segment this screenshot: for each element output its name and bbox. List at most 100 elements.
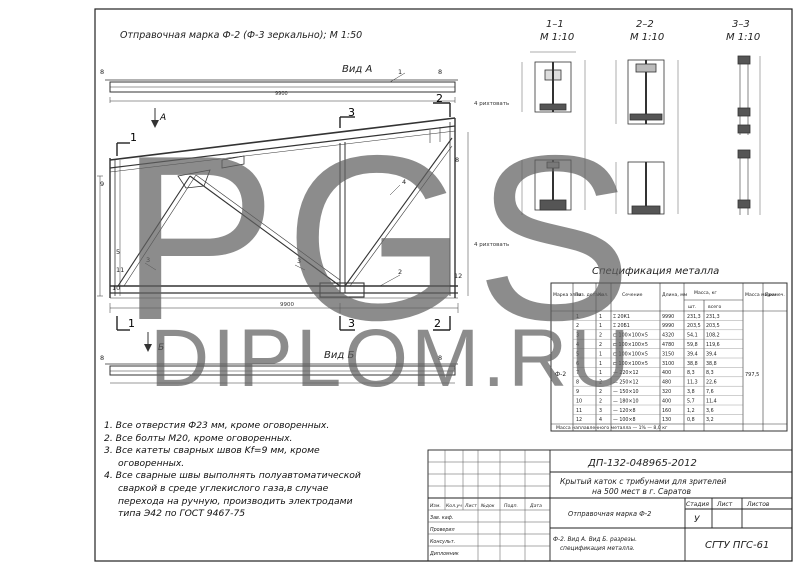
spec-cell: 2 — [599, 380, 602, 386]
spec-cell: — 100×8 — [613, 417, 636, 423]
view-a-beam — [105, 79, 458, 103]
spec-cell: 231,3 — [706, 314, 720, 320]
spec-row-lines — [573, 320, 743, 424]
spec-cell: 1 — [599, 314, 602, 320]
spec-cell: 2 — [599, 342, 602, 348]
spec-cell: 9990 — [662, 323, 674, 329]
truss-elevation — [97, 72, 469, 313]
role-checker: Проверил — [430, 527, 455, 533]
spec-cell: — 220×12 — [613, 370, 639, 376]
note-3-cont: оговоренных. — [118, 457, 185, 469]
spec-cell: 11,3 — [687, 380, 698, 386]
stage-header: Стадия — [686, 501, 709, 508]
spec-cell: 7,6 — [706, 389, 714, 395]
note-3: 3. Все катеты сварных швов Kf=9 мм, кром… — [104, 445, 320, 457]
spec-cell: ⊏ 100×100×5 — [613, 361, 648, 367]
spec-cell: 480 — [662, 380, 671, 386]
section-2-2 — [615, 59, 679, 215]
note-4: 4. Все сварные швы выполнять полуавтомат… — [104, 470, 361, 482]
spec-cell: 203,5 — [687, 323, 701, 329]
role-student: Дипломник — [429, 551, 459, 557]
svg-text:12: 12 — [454, 272, 462, 280]
spec-header-note: Примеч. — [765, 292, 785, 298]
spec-cell: 39,4 — [706, 351, 717, 357]
spec-cell: 3,2 — [706, 417, 714, 423]
spec-cell: 5 — [576, 351, 579, 357]
spec-cell: — 150×10 — [613, 389, 639, 395]
support-note-top: 4 рихтовать — [474, 101, 509, 107]
spec-headers: Марка элем. Поз. детали Кол. Сечение Дли… — [553, 290, 785, 310]
spec-cell: ⊏ 100×100×5 — [613, 351, 648, 357]
spec-mark-mass: 797,5 — [745, 372, 759, 378]
spec-table-grid — [550, 282, 788, 432]
svg-text:10: 10 — [112, 284, 120, 292]
spec-cell: 8 — [576, 380, 579, 386]
section-3-name: 3–3 — [732, 19, 750, 30]
spec-cell: 3150 — [662, 351, 674, 357]
svg-text:9: 9 — [100, 180, 104, 188]
role-consultant: Консульт. — [430, 539, 455, 545]
spec-cell: ⊏ 100×100×5 — [613, 333, 648, 339]
spec-cell: 8,3 — [687, 370, 695, 376]
doc-code: ДП-132-048965-2012 — [587, 458, 697, 469]
cut-mark-3-top: 3 — [348, 106, 355, 119]
organization: СГТУ ПГС-61 — [705, 540, 769, 551]
spec-title: Спецификация металла — [592, 266, 719, 277]
col-head-kol: Кол.уч — [446, 503, 462, 509]
sheet-description: Ф-2. Вид А. Вид Б. разрезы. — [553, 537, 637, 543]
spec-cell: 0,8 — [687, 417, 695, 423]
svg-text:8: 8 — [438, 68, 442, 76]
col-head-doc: №док — [480, 503, 495, 509]
col-head-sign: Подп. — [504, 503, 518, 509]
title-block-col-heads: Изм. Кол.уч Лист №док Подп. Дата — [430, 503, 542, 509]
section-3-3 — [737, 55, 761, 215]
spec-cell: 1,2 — [687, 408, 695, 414]
cut-mark-2-bottom: 2 — [434, 317, 441, 330]
spec-cell: 1 — [599, 361, 602, 367]
spec-cell: 3100 — [662, 361, 674, 367]
spec-cell: 2 — [599, 398, 602, 404]
support-note-bottom: 4 рихтовать — [474, 242, 509, 248]
note-4-cont-b: перехода на ручную, производить электрод… — [118, 495, 353, 507]
cut-marks-bottom — [116, 316, 451, 331]
svg-text:8: 8 — [438, 354, 442, 362]
spec-header-qty: Кол. — [598, 292, 608, 298]
spec-cell: 231,3 — [687, 314, 701, 320]
col-head-date: Дата — [529, 503, 542, 509]
project-name: Крытый каток с трибунами для зрителей — [560, 477, 726, 486]
spec-cell: 1 — [599, 351, 602, 357]
beam-dimension: 9900 — [275, 91, 288, 97]
spec-cell: 9 — [576, 389, 579, 395]
spec-cell: ⌶ 20Б1 — [613, 323, 630, 329]
spec-cell: 400 — [662, 370, 671, 376]
spec-cell: 119,6 — [706, 342, 720, 348]
spec-header-mass-unit: шт. — [688, 305, 696, 310]
spec-cell: 12 — [576, 417, 582, 423]
spec-cell: 2 — [599, 333, 602, 339]
spec-cell: 4 — [576, 342, 579, 348]
title-block-roles: Зав. каф. Проверил Консульт. Дипломник — [429, 515, 459, 557]
section-2-scale: М 1:10 — [630, 32, 664, 43]
spec-cell: 10 — [576, 398, 582, 404]
spec-cell: 2 — [599, 389, 602, 395]
spec-cell: 9990 — [662, 314, 674, 320]
svg-text:5: 5 — [116, 248, 120, 256]
spec-cell: 39,4 — [687, 351, 698, 357]
spec-cell: — 180×10 — [613, 398, 639, 404]
role-head: Зав. каф. — [430, 515, 453, 521]
section-1-1 — [521, 51, 586, 215]
spec-cell: 1 — [599, 370, 602, 376]
spec-cell: ⊏ 100×100×5 — [613, 342, 648, 348]
sheet-description-2: спецификация металла. — [560, 546, 635, 552]
sheet-header: Лист — [716, 501, 733, 508]
spec-cell: 320 — [662, 389, 671, 395]
note-2: 2. Все болты М20, кроме оговоренных. — [104, 432, 293, 444]
section-3-scale: М 1:10 — [726, 32, 760, 43]
spec-header-mass-total: всего — [708, 305, 721, 310]
view-b-beam — [105, 363, 458, 384]
spec-cell: 160 — [662, 408, 671, 414]
spec-cell: 3,6 — [706, 408, 714, 414]
section-2-name: 2–2 — [636, 19, 654, 30]
project-name-2: на 500 мест в г. Саратов — [592, 487, 692, 496]
